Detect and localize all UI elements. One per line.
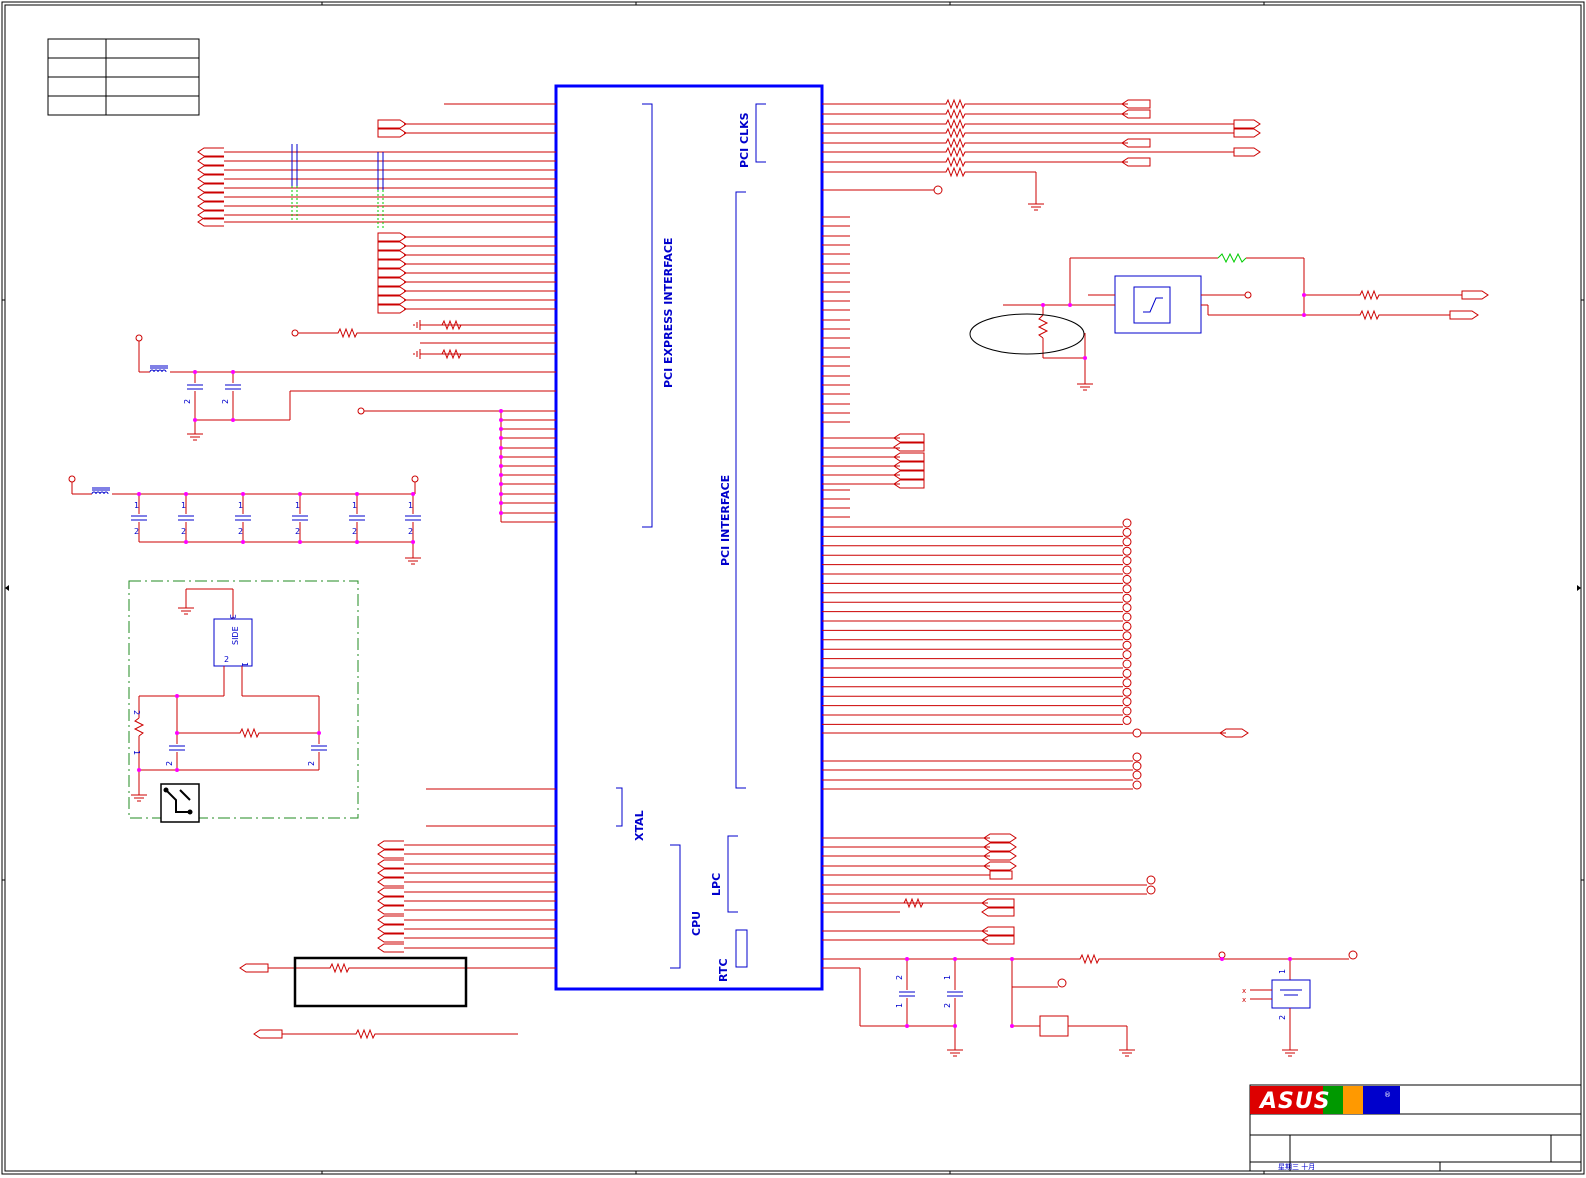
bias-resistors: [291, 320, 556, 359]
pcb-icon: [160, 783, 200, 823]
test-point-icon: [1122, 659, 1132, 669]
pin-number: 1: [408, 501, 413, 510]
test-point-icon: [1122, 640, 1132, 650]
test-point-icon: [1122, 603, 1132, 613]
pin-number: 1: [352, 501, 357, 510]
test-point-icon: [1122, 556, 1132, 566]
test-point-icon: [1122, 527, 1132, 537]
bus-junctions: [499, 409, 503, 515]
pin-number: 2: [943, 1003, 952, 1008]
title-block: ASUS ® 星期三 十月: [1249, 1084, 1582, 1172]
bus-wires-left: [357, 407, 556, 523]
svg-text:®: ®: [1384, 1091, 1391, 1099]
ground-icon: [404, 551, 422, 565]
pin-number: 2: [895, 975, 904, 980]
pin-number: 2: [238, 527, 243, 536]
test-point-icon: [1122, 565, 1132, 575]
pin-number: 2: [221, 399, 230, 404]
rtc-pin-numbers: 2 1 1 2 1 2: [895, 969, 1287, 1020]
rtc-circuit: x x: [822, 950, 1358, 1044]
pin-number: 2: [224, 655, 229, 664]
pin-number: 1: [1278, 969, 1287, 974]
test-point-icon: [1122, 650, 1132, 660]
pin-number: 1: [238, 501, 243, 510]
test-point-icon: [1122, 574, 1132, 584]
pin-number: 1: [132, 750, 141, 755]
pci-stubs: [822, 216, 900, 518]
pci-test-points: [822, 518, 1132, 725]
test-point-icon: [1122, 537, 1132, 547]
test-point-icon: [1122, 621, 1132, 631]
pin-number: 2: [352, 527, 357, 536]
pin-number: 2: [183, 399, 192, 404]
highlight-box: [293, 956, 468, 1008]
test-point-icon: [1122, 584, 1132, 594]
test-point-icon: [1122, 706, 1132, 716]
cap-1: [186, 384, 204, 390]
date-text: 星期三 十月: [1278, 1162, 1315, 1171]
xtal-wires: [426, 788, 556, 827]
xtal-label: XTAL: [633, 810, 646, 841]
rtc-label: RTC: [717, 958, 730, 982]
pin-number: 2: [307, 761, 316, 766]
pin-number: 1: [943, 975, 952, 980]
revision-table: [47, 38, 200, 116]
test-point-icon: [1122, 687, 1132, 697]
clock-buffer-circuit: [969, 252, 1489, 378]
crystal-circuit-box: SIDE 3 2 1 2 1 2 2: [128, 580, 359, 823]
pin-number: 1: [295, 501, 300, 510]
ferrite-bead-2: [91, 487, 110, 495]
asus-logo: ASUS ®: [1250, 1086, 1400, 1114]
cap-2: [224, 384, 242, 390]
pci-clks-label: PCI CLKS: [738, 112, 751, 168]
pin-number: 1: [134, 501, 139, 510]
test-point-icon: [1122, 631, 1132, 641]
pci-connectors: [893, 433, 925, 489]
pin-number: 2: [132, 710, 141, 715]
pin-number: 2: [134, 527, 139, 536]
pci-label: PCI INTERFACE: [719, 475, 732, 566]
pin-number: 2: [165, 761, 174, 766]
test-point-icon: [1122, 546, 1132, 556]
test-point-icon: [1122, 715, 1132, 725]
test-point-icon: [1122, 518, 1132, 528]
cap-pin-numbers: 1 2 1 2 1 2 1 2 1 2 1 2: [134, 501, 413, 536]
test-point-icon: [1122, 678, 1132, 688]
test-point-icon: [1122, 593, 1132, 603]
pin-number: 1: [895, 1003, 904, 1008]
pin-number: 1: [181, 501, 186, 510]
pcie-label: PCI EXPRESS INTERFACE: [662, 238, 675, 388]
test-point-icon: [1122, 697, 1132, 707]
ground-icon: [186, 427, 204, 441]
cpu-wires: [239, 840, 556, 1039]
pci-clk-wires: [822, 99, 1261, 198]
lpc-label: LPC: [710, 873, 723, 896]
misc-test-lines: [822, 728, 1249, 790]
cpu-label: CPU: [690, 911, 703, 936]
lpc-wires: [822, 833, 1156, 945]
pin-number: 2: [1278, 1015, 1287, 1020]
pin-number: 3: [228, 614, 237, 619]
pin-number: 2: [295, 527, 300, 536]
test-point-icon: [1122, 668, 1132, 678]
pin-number: 1: [240, 662, 249, 667]
pin-number: 2: [408, 527, 413, 536]
logo-text: ASUS: [1258, 1089, 1331, 1114]
ferrite-bead-1: [149, 365, 168, 373]
pin-number: 2: [181, 527, 186, 536]
side-label: SIDE: [231, 626, 240, 645]
coupling-capacitors: [291, 144, 384, 228]
decoupling-group-1: [135, 334, 556, 428]
no-connect-mark: x: [1242, 996, 1246, 1004]
test-point-icon: [1122, 612, 1132, 622]
southbridge-chip: PCI EXPRESS INTERFACE PCI CLKS PCI INTER…: [554, 84, 824, 991]
left-top-wires: [197, 103, 556, 314]
no-connect-mark: x: [1242, 987, 1246, 995]
